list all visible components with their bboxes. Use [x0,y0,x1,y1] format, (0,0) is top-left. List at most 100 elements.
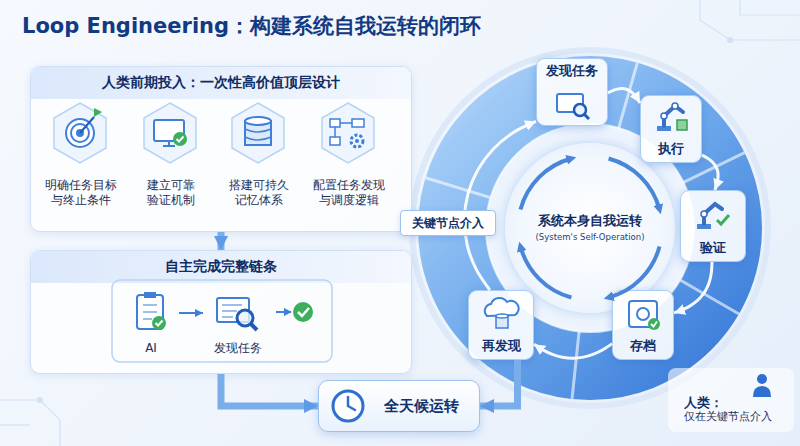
robot-arm-icon [672,103,678,109]
loop-stage: 执行 [640,95,702,163]
verify-arm-icon [697,204,729,229]
loop-stage: 再发现 [468,290,534,360]
hexagon-tile [54,103,374,163]
flow-arrow [480,360,518,406]
hexagon-tile [54,103,106,163]
database-icon [245,117,271,145]
archive-safe-icon [651,322,657,327]
loop-stage: 发现任务 [536,58,608,126]
clipboard-icon [144,292,156,298]
node-label: 再发现 [482,338,521,354]
design-item: 搭建可持久 记忆体系 [215,101,303,211]
monitor-check-icon [173,132,187,146]
node-label: 发现任务 [546,63,598,79]
flow-arrow [221,374,318,406]
flow-arrow [218,232,225,250]
node-label: 建立可靠 验证机制 [127,178,215,211]
discover-icon [557,94,583,112]
discover-icon [574,104,586,116]
cycle-arrow [521,247,572,298]
node-label: 人类： [684,395,723,411]
design-item: 建立可靠 验证机制 [127,101,215,211]
monitor-check-icon [154,120,187,146]
cycle-arrow [521,159,660,298]
target-icon [66,119,94,147]
target-icon [94,108,102,117]
node-label: 系统本身自我运转 [538,213,642,229]
ring-separator [572,331,579,399]
search-screen-icon [237,310,253,326]
cycle-arrow [609,247,660,298]
target-icon [80,117,94,133]
hexagon-tile [232,103,284,163]
robot-arm-icon [677,120,687,130]
person-icon [757,374,767,384]
clipboard-icon [137,295,163,329]
cloud-database-icon [485,298,519,316]
archive-safe-icon [629,301,660,330]
clock-icon [333,391,363,421]
monitor-check-icon [163,141,175,146]
ring-halo [412,50,768,406]
clipboard-icon [137,292,166,330]
node-label: 配置任务发现 与调度逻辑 [305,178,393,211]
node-label: 存档 [630,338,656,354]
loop-arrow [702,155,718,190]
circuit-decor [740,0,800,15]
verify-arm-icon [701,211,707,217]
node-label: 搭建可持久 记忆体系 [215,178,303,211]
flowchart-icon [351,135,363,147]
loop-arrow [674,262,712,313]
hexagon-tile [144,103,196,163]
archive-safe-icon [637,308,649,320]
chain-frame [112,280,332,362]
monitor-check-icon [154,120,184,141]
target-icon [66,108,102,147]
clock-icon [333,391,363,421]
circuit-decor [728,38,733,43]
hexagon-tile [322,103,374,163]
ring-separator [619,63,638,128]
loop-stage: 存档 [612,290,674,360]
loop-arrow [464,121,536,290]
search-screen-icon [217,298,257,330]
cycle-arrow [521,159,572,210]
human-note: 人类：仅在关键节点介入 [668,368,794,432]
search-screen-icon [217,298,249,322]
ring-separator [680,280,739,314]
node-label: 自主完成完整链条 [31,251,411,283]
verify-arm-icon [717,215,729,224]
callout-box: 关键节点介入 [400,210,496,236]
database-icon [245,117,271,125]
design-item: 配置任务发现 与调度逻辑 [305,101,393,211]
verify-arm-icon [697,224,711,229]
discover-icon [557,94,589,119]
node-label: 全天候运转 [384,397,459,416]
chain-step: 发现任务 [203,286,273,358]
clipboard-icon [143,305,157,319]
target-icon [71,124,89,142]
chain-step: AI [123,286,179,358]
flowchart-icon [335,123,352,137]
flowchart-icon [330,119,364,147]
clipboard-icon [156,321,163,326]
node-label: 关键节点介入 [412,216,484,231]
robot-arm-icon [657,103,687,131]
done-check [298,308,309,316]
cloud-database-icon [496,314,508,318]
operation-box: 全天候运转 [318,380,480,432]
cloud-database-icon [496,316,508,328]
verify-arm-icon [704,204,722,224]
node-label: 人类前期投入：一次性高价值顶层设计 [31,67,411,99]
flow-arrow [179,312,203,314]
search-screen-icon [251,324,257,330]
design-panel: 人类前期投入：一次性高价值顶层设计明确任务目标 与终止条件建立可靠 验证机制搭建… [30,66,412,232]
database-icon [245,121,271,145]
clock-icon [348,397,355,410]
circuit-decor [700,0,800,40]
circuit-decor [0,424,30,425]
chain-arrow [276,311,291,313]
flowchart-icon [355,139,359,143]
